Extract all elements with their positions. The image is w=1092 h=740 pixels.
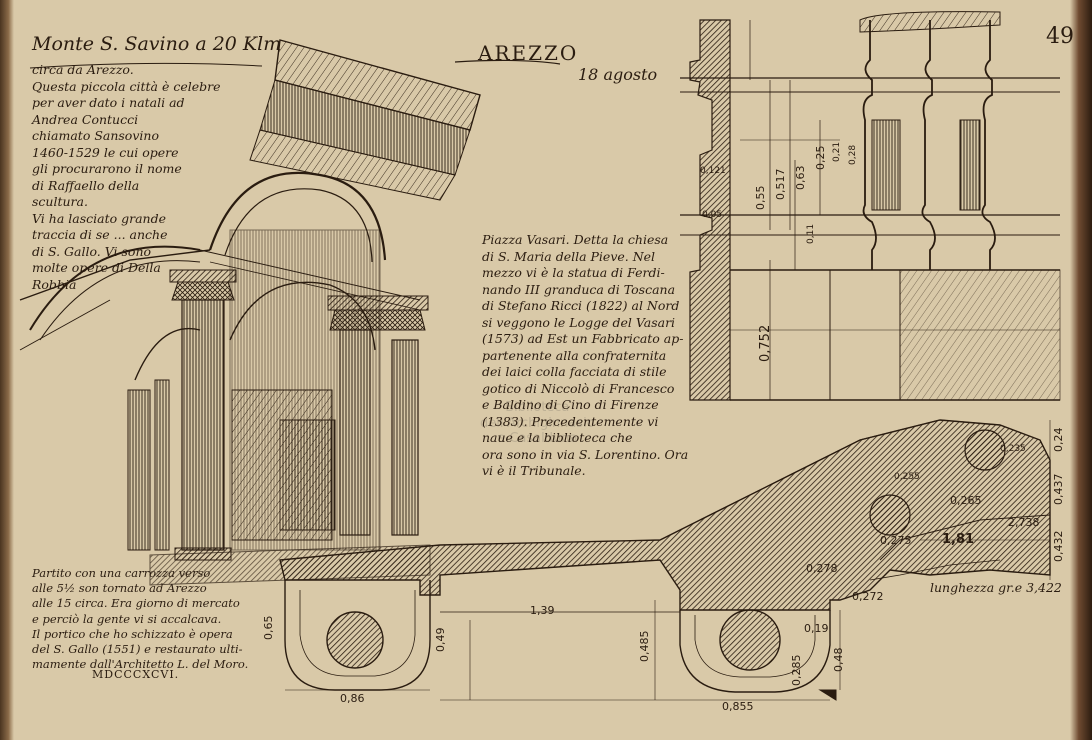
dim-label: 2,738 xyxy=(1008,516,1040,529)
dim-label: 0,265 xyxy=(950,494,982,507)
dim-label: 0,05 xyxy=(702,210,723,220)
dim-label: 0,517 xyxy=(774,168,787,201)
note-piazza-vasari: Piazza Vasari. Detta la chiesa di S. Mar… xyxy=(482,232,689,478)
note-trip: Partito con una carrozza verso alle 5½ s… xyxy=(32,566,249,672)
dim-label: 0,21 xyxy=(832,141,842,162)
portico-sketch xyxy=(19,39,481,586)
dim-label: 0,63 xyxy=(794,165,807,191)
date-note: 18 agosto xyxy=(578,65,658,84)
dim-label: 0,28 xyxy=(848,144,858,165)
dim-label: 0,485 xyxy=(638,630,651,663)
dim-label: 0,855 xyxy=(722,700,754,713)
dim-label: 0,65 xyxy=(262,615,275,641)
binding-edge xyxy=(0,0,14,740)
dim-label: 0,255 xyxy=(894,472,920,482)
dim-label: 0,48 xyxy=(832,647,845,673)
dim-label: 1,81 xyxy=(942,532,975,547)
dim-label: 0,278 xyxy=(806,562,838,575)
dim-label: 0,121 xyxy=(700,166,726,176)
column-left xyxy=(169,269,237,561)
title-arezzo: AREZZO xyxy=(478,41,579,65)
dim-label: 0,19 xyxy=(804,622,829,635)
note-monte-savino: circa da Arezzo. Questa piccola città è … xyxy=(32,62,221,292)
title-monte-savino: Monte S. Savino a 20 Klm xyxy=(32,33,282,55)
dim-label: 0,24 xyxy=(1052,427,1065,453)
dim-label: 0,11 xyxy=(806,223,816,244)
total-length-note: lunghezza gr.e 3,422 xyxy=(930,580,1062,595)
dim-label: 0,86 xyxy=(340,692,365,705)
page-edge xyxy=(1070,0,1092,740)
dim-label: 0,275 xyxy=(880,534,912,547)
dim-label: 0,235 xyxy=(1000,444,1026,454)
column-far xyxy=(127,379,170,551)
column-right xyxy=(327,295,429,536)
page-number: 49 xyxy=(1046,24,1074,49)
dim-label: 0,272 xyxy=(852,590,884,603)
dim-label: 1,39 xyxy=(530,604,555,617)
dim-label: 0,55 xyxy=(754,185,767,211)
dim-label: 0,752 xyxy=(758,324,773,362)
dim-label: 0,432 xyxy=(1052,530,1065,563)
dim-label: 0,49 xyxy=(434,627,447,653)
roman-date: MDCCCXCVI. xyxy=(92,668,180,681)
floor-plan-drawing xyxy=(279,419,1051,701)
dim-label: 0,285 xyxy=(790,654,803,687)
library-watermark: Biblioteca dell'Archiginnasio e Casaldun… xyxy=(480,400,595,447)
dim-label: 0,25 xyxy=(814,145,827,171)
base-elevation-drawing xyxy=(680,11,1061,401)
dim-label: 0,437 xyxy=(1052,473,1065,506)
